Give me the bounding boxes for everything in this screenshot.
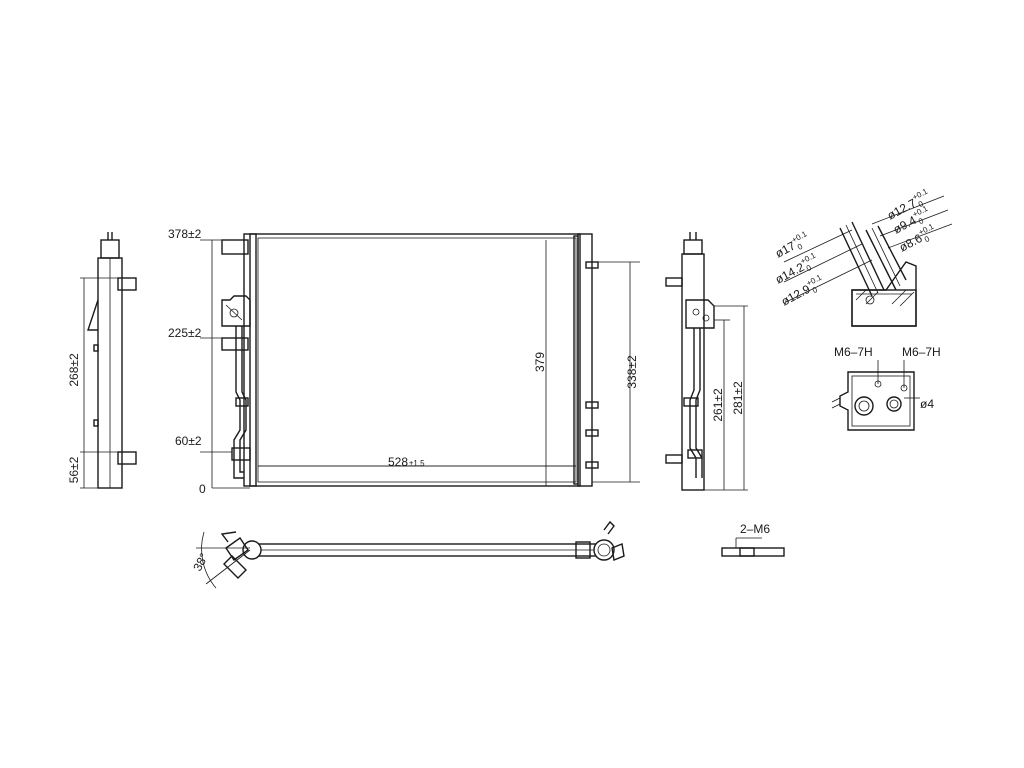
- dim-225: 225±2: [168, 326, 202, 340]
- dim-378: 378±2: [168, 227, 202, 241]
- dim-379: 379: [533, 352, 547, 372]
- dim-56: 56±2: [67, 456, 81, 483]
- dia-4-label: ø4: [920, 397, 934, 411]
- dim-268: 268±2: [67, 353, 81, 387]
- dim-261: 261±2: [711, 388, 725, 422]
- bolt-detail: 2–M6: [721, 522, 785, 557]
- flange-detail: M6–7H M6–7H ø4: [831, 345, 941, 431]
- right-side-view: 261±2 281±2: [665, 232, 748, 491]
- dim-281: 281±2: [731, 381, 745, 415]
- front-view: 378±2 225±2 60±2 0 528±1.5 379 338±2: [168, 227, 640, 496]
- pipe-diameter-detail: ø17+0.10 ø14.2+0.10 ø12.9+0.10 ø12.7+0.1…: [773, 186, 953, 327]
- dim-60: 60±2: [175, 434, 202, 448]
- m6-right-label: M6–7H: [902, 345, 941, 359]
- dim-528: 528±1.5: [388, 455, 425, 469]
- top-view: 38°: [190, 520, 625, 589]
- angle-38-label: 38°: [190, 551, 211, 574]
- dim-338: 338±2: [625, 355, 639, 389]
- dim-zero: 0: [199, 482, 206, 496]
- m6-left-label: M6–7H: [834, 345, 873, 359]
- bolt-2m6-label: 2–M6: [740, 522, 770, 536]
- left-side-view: 268±2 56±2: [67, 232, 137, 489]
